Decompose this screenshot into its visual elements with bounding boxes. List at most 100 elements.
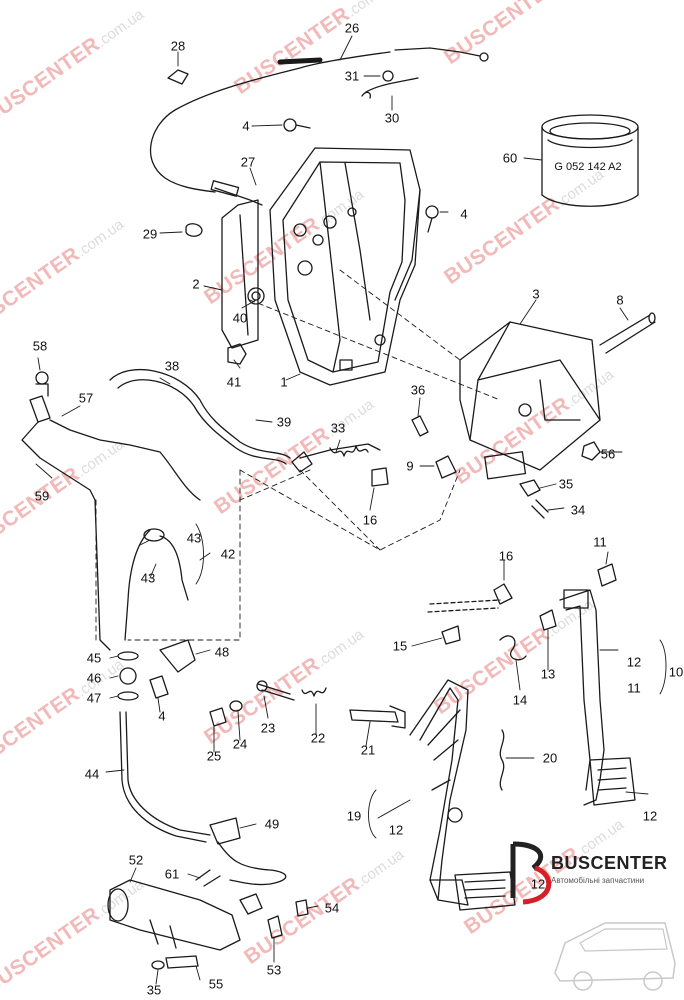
label-41: 41	[226, 374, 242, 390]
label-16-mid: 16	[362, 512, 378, 528]
label-27: 27	[240, 154, 256, 170]
bleed-54-part	[239, 893, 263, 915]
label-24: 24	[232, 736, 248, 752]
bolt-4-low	[149, 675, 169, 699]
label-15: 15	[392, 638, 408, 654]
clutch-pad	[589, 757, 636, 806]
label-52: 52	[128, 852, 144, 868]
label-45: 45	[86, 650, 102, 666]
label-60: 60	[502, 150, 518, 166]
label-47: 47	[86, 690, 102, 706]
pedal-housing	[459, 321, 601, 480]
rod-21	[349, 705, 406, 729]
label-48: 48	[214, 644, 230, 660]
bracket-plate	[221, 199, 265, 349]
plug-29	[185, 223, 203, 237]
sleeve-60	[541, 114, 639, 207]
washer-35	[151, 960, 165, 970]
bolt-4-top	[283, 118, 311, 132]
logo-brand-text: BUSCENTER	[551, 853, 668, 873]
bushing-13	[539, 609, 557, 631]
label-25: 25	[206, 748, 222, 764]
bolt-36	[411, 415, 429, 437]
label-8: 8	[616, 292, 624, 308]
sleeve-part-code: G 052 142 A2	[538, 120, 638, 200]
label-40: 40	[232, 310, 248, 326]
label-46: 46	[86, 670, 102, 686]
washer-45	[117, 651, 139, 661]
clip-9	[435, 455, 457, 479]
label-43-top: 43	[186, 530, 202, 546]
label-33: 33	[330, 420, 346, 436]
label-3: 3	[532, 286, 540, 302]
bleeder-53	[267, 915, 283, 939]
label-53: 53	[266, 962, 282, 978]
label-56: 56	[600, 446, 616, 462]
label-42: 42	[220, 546, 236, 562]
label-57: 57	[78, 390, 94, 406]
label-61: 61	[164, 866, 180, 882]
clip-61	[195, 869, 221, 887]
label-19: 19	[346, 808, 362, 824]
slave-cylinder-52	[107, 879, 241, 951]
pin-23	[257, 683, 295, 701]
label-11-clutch: 11	[627, 680, 641, 696]
label-35-low: 35	[146, 982, 162, 998]
part-code-text: G 052 142 A2	[554, 161, 622, 173]
label-36: 36	[410, 382, 426, 398]
nut-56	[581, 441, 601, 461]
label-43-low: 43	[140, 570, 156, 586]
label-39: 39	[276, 414, 292, 430]
brake-pedal	[409, 679, 469, 906]
leader-lines	[35, 35, 667, 985]
clutch-pedal	[559, 589, 605, 806]
nut-41	[227, 343, 247, 365]
label-14: 14	[512, 692, 528, 708]
label-31: 31	[344, 68, 360, 84]
label-16-right: 16	[498, 548, 514, 564]
bracket-49	[209, 817, 241, 845]
ring-35	[519, 479, 541, 497]
spring-20	[499, 729, 505, 791]
label-30: 30	[384, 110, 400, 126]
label-28: 28	[170, 38, 186, 54]
label-49: 49	[264, 816, 280, 832]
label-38: 38	[164, 358, 180, 374]
label-23: 23	[260, 720, 276, 736]
bolt-34	[531, 499, 549, 519]
hose-42	[124, 528, 189, 641]
spring-22	[301, 687, 327, 697]
label-22: 22	[310, 730, 326, 746]
logo-emblem-icon	[510, 841, 552, 905]
actuator-33	[291, 443, 389, 487]
washer-47	[117, 691, 139, 701]
label-44: 44	[84, 766, 100, 782]
bushing-11	[597, 563, 617, 587]
label-2: 2	[192, 276, 200, 292]
bolt-55	[165, 955, 199, 969]
label-10: 10	[668, 664, 684, 680]
label-34: 34	[570, 502, 586, 518]
label-4-top: 4	[242, 118, 250, 134]
label-20: 20	[542, 750, 558, 766]
label-12-brakepad: 12	[530, 876, 546, 892]
clip-25	[209, 707, 227, 727]
reference-lines	[95, 269, 501, 641]
label-12-clutch: 12	[626, 654, 642, 670]
label-55: 55	[208, 976, 224, 992]
label-35-top: 35	[558, 476, 574, 492]
label-12-pad: 12	[642, 808, 658, 824]
clip-30	[365, 77, 419, 93]
cap-54	[295, 899, 309, 917]
brake-pad	[454, 871, 516, 911]
label-9: 9	[406, 458, 414, 474]
label-11-top: 11	[593, 534, 607, 550]
label-21: 21	[360, 742, 376, 758]
label-59: 59	[34, 488, 50, 504]
hose-38	[109, 368, 291, 465]
bracket-48	[159, 639, 196, 673]
bush-15	[441, 625, 461, 645]
line-44	[119, 711, 211, 843]
